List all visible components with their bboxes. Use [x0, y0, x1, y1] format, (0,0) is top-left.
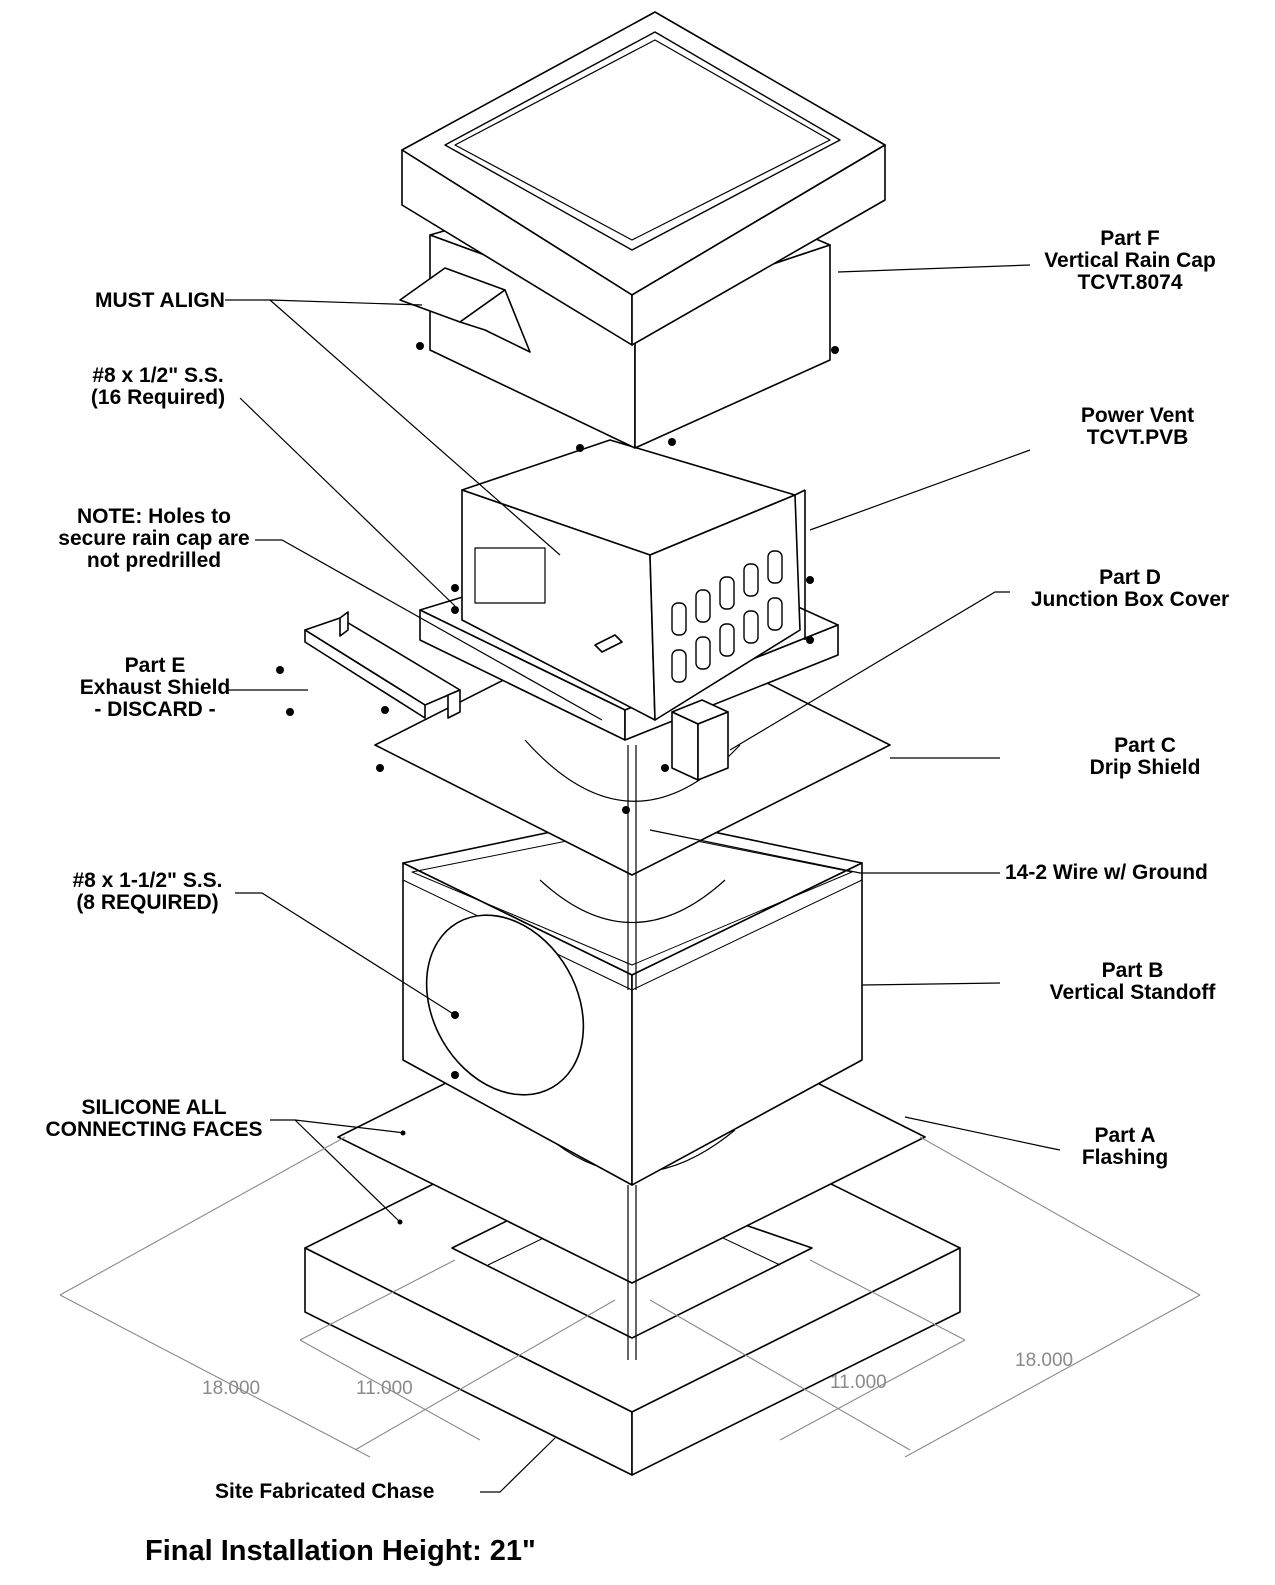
part-d-junction-box-cover	[671, 699, 729, 781]
dimension-left-outer: 18.000	[202, 1378, 261, 1399]
part-f-vertical-rain-cap	[399, 11, 886, 449]
callout-part-b: Part B Vertical Standoff	[1049, 959, 1216, 1004]
callout-part-c: Part C Drip Shield	[1089, 734, 1201, 779]
dimension-left-inner: 11.000	[356, 1378, 413, 1399]
callout-power-vent: Power Vent TCVT.PVB	[1080, 404, 1195, 449]
dimension-right-inner: 11.000	[830, 1372, 887, 1393]
callout-part-a: Part A Flashing	[1081, 1124, 1169, 1169]
callout-silicone: SILICONE ALL CONNECTING FACES	[45, 1096, 263, 1141]
leader-lines	[225, 264, 1061, 1493]
callout-must-align: MUST ALIGN	[95, 289, 225, 312]
callout-chase: Site Fabricated Chase	[215, 1480, 435, 1503]
callout-screws-half-inch: #8 x 1/2" S.S. (16 Required)	[90, 364, 226, 409]
final-height-note: Final Installation Height: 21"	[145, 1535, 536, 1567]
part-b-vertical-standoff	[402, 814, 863, 1186]
screw-dots	[276, 342, 839, 1225]
part-e-exhaust-shield	[304, 611, 461, 719]
callout-part-e: Part E Exhaust Shield - DISCARD -	[79, 654, 231, 721]
callout-part-f: Part F Vertical Rain Cap TCVT.8074	[1044, 227, 1216, 294]
callout-screws-long: #8 x 1-1/2" S.S. (8 REQUIRED)	[72, 869, 223, 914]
callout-wire: 14-2 Wire w/ Ground	[1005, 861, 1208, 884]
callout-part-d: Part D Junction Box Cover	[1030, 566, 1230, 611]
dimension-right-outer: 18.000	[1015, 1350, 1074, 1371]
callout-note-holes: NOTE: Holes to secure rain cap are not p…	[58, 505, 250, 572]
dimension-lines	[59, 1136, 1201, 1458]
